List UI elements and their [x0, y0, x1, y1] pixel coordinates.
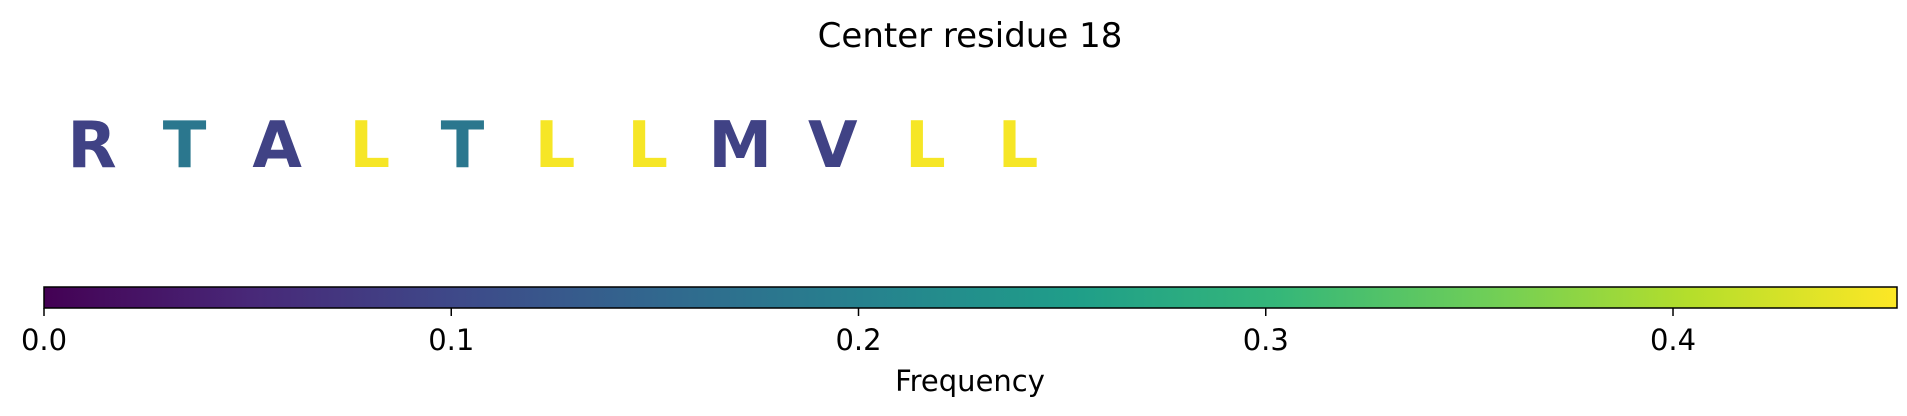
colorbar-tick-label: 0.4 — [1650, 323, 1696, 357]
residue-letter: L — [535, 109, 576, 183]
colorbar-tick-label: 0.3 — [1243, 323, 1289, 357]
chart-title: Center residue 18 — [818, 16, 1123, 56]
colorbar-tick-label: 0.2 — [835, 323, 881, 357]
residue-letter: L — [905, 109, 946, 183]
colorbar — [43, 286, 1898, 309]
residue-letter: M — [708, 109, 772, 183]
colorbar-label: Frequency — [895, 364, 1045, 398]
colorbar-tick-label: 0.0 — [21, 323, 67, 357]
residue-letter: L — [627, 109, 668, 183]
residue-letter: V — [808, 109, 858, 183]
colorbar-tick-label: 0.1 — [428, 323, 474, 357]
residue-letter: T — [441, 109, 485, 183]
residue-letter: R — [67, 109, 116, 183]
residue-letter: L — [998, 109, 1039, 183]
residue-letter: T — [163, 109, 207, 183]
residue-letter: L — [349, 109, 390, 183]
colorbar-ticks: 0.0 0.1 0.2 0.3 0.4 — [21, 308, 1696, 357]
residue-letter: A — [252, 109, 302, 183]
